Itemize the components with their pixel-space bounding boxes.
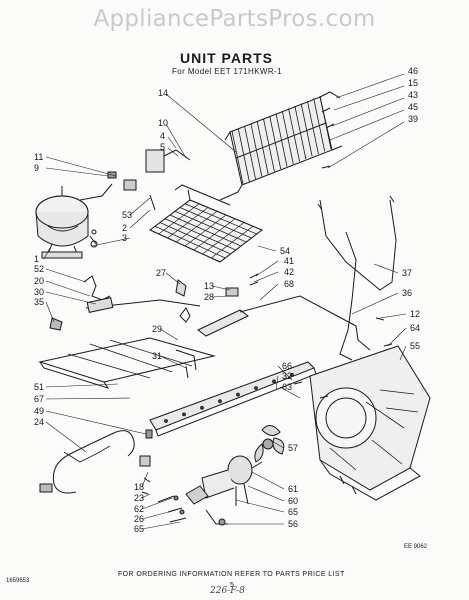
callout-5-8: 5 xyxy=(160,142,165,152)
callout-60-47: 60 xyxy=(288,496,298,506)
callout-31-32: 31 xyxy=(152,351,162,361)
document-code: 1659653 xyxy=(6,578,30,584)
callout-2-12: 2 xyxy=(122,223,127,233)
terminal-hardware xyxy=(141,477,187,523)
mounting-rail xyxy=(149,361,317,437)
page-number: 5 xyxy=(230,582,234,589)
callout-68-21: 68 xyxy=(284,279,294,289)
callout-45-3: 45 xyxy=(408,102,418,112)
callout-29-31: 29 xyxy=(152,324,162,334)
condenser-coil xyxy=(219,91,343,201)
compressor xyxy=(35,183,113,259)
model-subtitle: For Model EET 171HKWR-1 xyxy=(172,67,282,76)
callout-65-44: 65 xyxy=(134,524,144,534)
callout-39-4: 39 xyxy=(408,114,418,124)
callout-57-45: 57 xyxy=(288,443,298,453)
callout-52-22: 52 xyxy=(34,264,44,274)
condenser-fan-blade xyxy=(254,425,285,463)
callout-41-17: 41 xyxy=(284,256,294,266)
power-cord xyxy=(39,429,153,494)
callout-24-36: 24 xyxy=(34,417,44,427)
callout-26-43: 26 xyxy=(134,514,144,524)
watermark: AppliancePartsPros.com xyxy=(93,6,376,32)
base-frame xyxy=(38,337,216,389)
callout-62-42: 62 xyxy=(134,504,144,514)
callout-66-37: 66 xyxy=(282,361,292,371)
heater-terminal-parts xyxy=(175,273,371,351)
callout-18-40: 18 xyxy=(134,482,144,492)
callout-53-11: 53 xyxy=(122,210,132,220)
callout-37-26: 37 xyxy=(402,268,412,278)
figure-code: EE 9062 xyxy=(404,544,428,550)
callout-numbers: 4615434539141045119532315427414213286852… xyxy=(34,66,420,534)
screw-hardware xyxy=(293,107,393,495)
callout-28-20: 28 xyxy=(204,292,214,302)
callout-67-34: 67 xyxy=(34,394,44,404)
callout-3-13: 3 xyxy=(122,233,127,243)
callout-35-25: 35 xyxy=(34,297,44,307)
callout-61-46: 61 xyxy=(288,484,298,494)
callout-55-30: 55 xyxy=(410,341,420,351)
callout-32-38: 32 xyxy=(282,371,292,381)
callout-63-39: 63 xyxy=(282,382,292,392)
callout-9-10: 9 xyxy=(34,163,39,173)
condenser-fan-motor xyxy=(185,455,263,526)
callout-65-48: 65 xyxy=(288,507,298,517)
callout-23-41: 23 xyxy=(134,493,144,503)
callout-27-16: 27 xyxy=(156,268,166,278)
callout-20-23: 20 xyxy=(34,276,44,286)
callout-15-1: 15 xyxy=(408,78,418,88)
fan-shroud xyxy=(309,345,431,501)
callout-46-0: 46 xyxy=(408,66,418,76)
callout-4-7: 4 xyxy=(160,131,165,141)
callout-42-18: 42 xyxy=(284,267,294,277)
handwritten-note: 226-F-8 xyxy=(210,586,245,596)
callout-12-28: 12 xyxy=(410,309,420,319)
page-title: UNIT PARTS xyxy=(180,50,273,66)
callout-30-24: 30 xyxy=(34,287,44,297)
callout-54-15: 54 xyxy=(280,246,290,256)
callout-64-29: 64 xyxy=(410,323,420,333)
callout-43-2: 43 xyxy=(408,90,418,100)
callout-49-35: 49 xyxy=(34,406,44,416)
callout-56-49: 56 xyxy=(288,519,298,529)
callout-51-33: 51 xyxy=(34,382,44,392)
thermal-tubes xyxy=(49,275,201,331)
evaporator-grid xyxy=(149,184,263,263)
callout-14-5: 14 xyxy=(158,88,168,98)
callout-1-14: 1 xyxy=(34,254,39,264)
callout-13-19: 13 xyxy=(204,281,214,291)
callout-36-27: 36 xyxy=(402,288,412,298)
ordering-note: FOR ORDERING INFORMATION REFER TO PARTS … xyxy=(118,571,345,578)
callout-10-6: 10 xyxy=(158,118,168,128)
capillary-tubing xyxy=(317,195,397,361)
callout-11-9: 11 xyxy=(34,152,43,162)
